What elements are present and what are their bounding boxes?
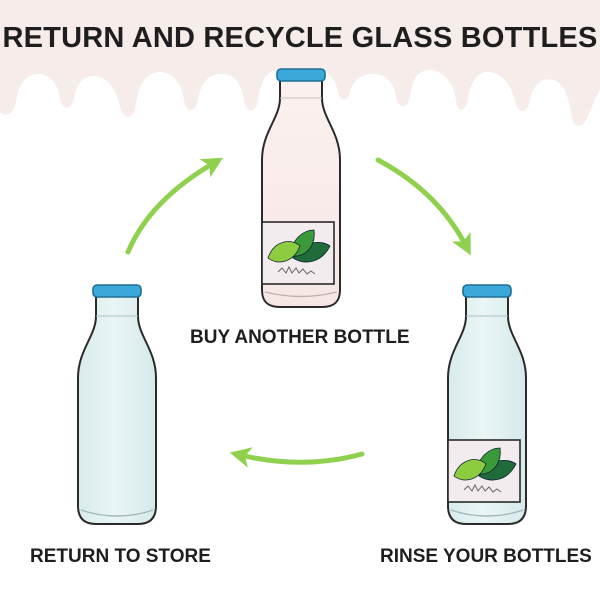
cap — [276, 68, 326, 82]
bottle-label — [261, 221, 335, 285]
bottle-glass — [77, 295, 157, 525]
cap — [462, 284, 512, 298]
bottle-buy — [261, 68, 341, 308]
arrow-right-up-icon — [125, 157, 224, 255]
label-signature — [463, 483, 502, 493]
bottle-return — [77, 284, 157, 525]
step-label-rinse: RINSE YOUR BOTTLES — [380, 546, 592, 567]
bottle-rinse — [447, 284, 527, 525]
step-label-return: RETURN TO STORE — [30, 546, 211, 567]
milk-drip-band — [0, 0, 600, 126]
arrow-right-down-icon — [375, 157, 471, 256]
bottle-label — [447, 439, 521, 503]
cap — [92, 284, 142, 298]
step-label-buy: BUY ANOTHER BOTTLE — [190, 327, 410, 348]
arrow-left-icon — [229, 447, 365, 468]
label-signature — [277, 265, 316, 275]
leaf-icon — [267, 229, 331, 263]
leaf-icon — [453, 447, 517, 481]
page-title: RETURN AND RECYCLE GLASS BOTTLES — [2, 22, 598, 54]
